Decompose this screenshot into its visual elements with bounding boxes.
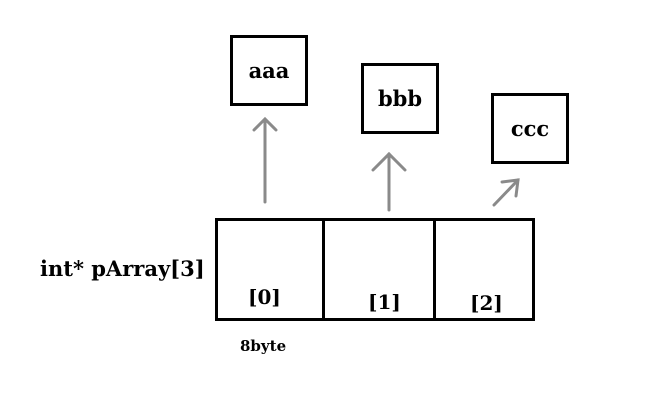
cell-index-label: [0] xyxy=(248,285,281,309)
array-declaration: int* pArray[3] xyxy=(40,256,205,281)
cell-index-label: [1] xyxy=(368,290,401,314)
element-size-label: 8byte xyxy=(240,337,287,355)
string-box-bbb: bbb xyxy=(361,63,439,134)
arrow-to-ccc xyxy=(492,178,520,207)
array-cell-0: [0] xyxy=(215,218,323,321)
string-label-aaa: aaa xyxy=(248,58,290,83)
string-box-ccc: ccc xyxy=(491,93,569,164)
string-box-aaa: aaa xyxy=(230,35,308,106)
arrow-to-aaa xyxy=(252,116,278,204)
cell-index-label: [2] xyxy=(470,291,503,315)
string-label-ccc: ccc xyxy=(510,116,550,141)
string-label-bbb: bbb xyxy=(377,86,423,111)
array-cell-1: [1] xyxy=(322,218,434,321)
array-cell-2: [2] xyxy=(433,218,535,321)
arrow-to-bbb xyxy=(371,151,407,212)
